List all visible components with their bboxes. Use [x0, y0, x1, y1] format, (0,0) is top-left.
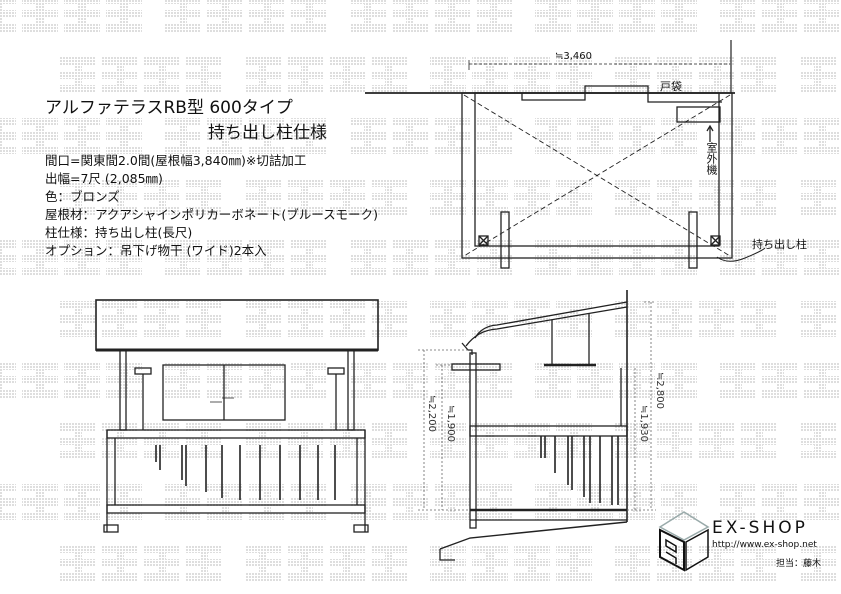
watermark-stamp — [430, 545, 592, 581]
watermark-stamp — [245, 301, 407, 337]
spec-roof-material: 屋根材：アクアシャインポリカーボネート(ブルースモーク) — [45, 207, 379, 222]
watermark-stamp — [430, 57, 592, 93]
dim-total-height: ≒2,800 — [654, 372, 665, 410]
watermark-stamp — [720, 240, 840, 276]
watermark-stamp — [615, 423, 777, 459]
dim-gutter-height: ≒2,200 — [426, 395, 437, 433]
watermark-stamp — [615, 179, 777, 215]
watermark-stamp — [800, 301, 836, 337]
watermark-stamp — [60, 179, 222, 215]
watermark-stamp — [0, 0, 142, 32]
watermark-stamp — [245, 545, 407, 581]
watermark-stamp — [800, 423, 836, 459]
drawing-subtitle: 持ち出し柱仕様 — [208, 123, 327, 143]
watermark-stamp — [165, 362, 327, 398]
watermark-stamp — [245, 423, 407, 459]
side-elevation — [418, 290, 656, 561]
front-elevation — [95, 299, 379, 533]
watermark-stamp — [60, 57, 222, 93]
watermark-stamp — [615, 545, 777, 581]
watermark-stamp — [245, 57, 407, 93]
plan-view — [365, 40, 766, 269]
watermark-stamp — [430, 179, 592, 215]
watermark-stamp — [165, 240, 327, 276]
watermark-stamp — [0, 118, 142, 154]
dim-deck-height: ≒1,930 — [638, 405, 649, 443]
watermark-stamp — [430, 301, 592, 337]
watermark-stamp — [350, 484, 512, 520]
staff-name: 担当：藤木 — [776, 559, 822, 569]
outdoor-unit-label: 室外機 — [705, 142, 718, 175]
watermark-stamp — [0, 362, 142, 398]
spec-color: 色：ブロンズ — [45, 189, 120, 204]
watermark-stamp — [0, 484, 142, 520]
watermark-stamp — [60, 301, 222, 337]
watermark-stamp — [245, 179, 407, 215]
watermark-stamp — [720, 118, 840, 154]
spec-option: オプション：吊下げ物干 (ワイド)2本入 — [45, 243, 267, 258]
watermark-stamp — [800, 179, 836, 215]
watermark-stamp — [720, 484, 840, 520]
brand-url: http://www.ex-shop.net — [712, 540, 817, 550]
dim-beam-height: ≒1,900 — [445, 405, 456, 443]
spec-frontage: 間口=関東間2.0間(屋根幅3,840㎜)※切詰加工 — [45, 153, 307, 168]
watermark-stamp — [165, 0, 327, 32]
watermark-stamp — [800, 545, 836, 581]
watermark-stamp — [615, 57, 777, 93]
spec-post: 柱仕様：持ち出し柱(長尺) — [45, 225, 193, 240]
watermark-stamp — [800, 57, 836, 93]
watermark-stamp — [350, 0, 512, 32]
watermark-stamp — [720, 362, 840, 398]
drawing-title: アルファテラスRB型 600タイプ — [45, 98, 293, 118]
watermark-stamp — [165, 484, 327, 520]
door-pocket-label: 戸袋 — [660, 80, 682, 93]
watermark-stamp — [60, 545, 222, 581]
watermark-stamp — [535, 0, 697, 32]
ex-shop-logo-icon — [658, 511, 710, 572]
plan-width-dimension: ≒3,460 — [555, 51, 593, 62]
spec-depth: 出幅=7尺 (2,085㎜) — [45, 171, 163, 186]
brand-name: EX-SHOP — [712, 518, 808, 538]
watermark-stamp — [615, 301, 777, 337]
watermark-stamp — [165, 118, 327, 154]
watermark-stamp — [720, 0, 840, 32]
watermark-stamp — [350, 118, 512, 154]
watermark-stamp — [0, 240, 142, 276]
post-label: 持ち出し柱 — [752, 238, 807, 251]
spec-list: 間口=関東間2.0間(屋根幅3,840㎜)※切詰加工 出幅=7尺 (2,085㎜… — [45, 152, 378, 260]
watermark-stamp — [430, 423, 592, 459]
